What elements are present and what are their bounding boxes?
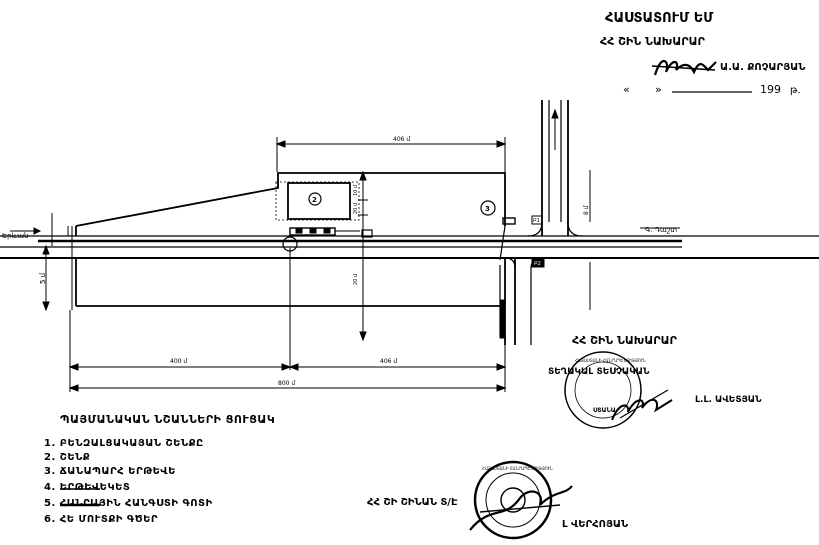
bottom-approval: ՀՀ ՇԻ ՇԻՆԱՆ Տ/Է ՀԱՅԱՍՏԱՆԻ ՀԱՆՐԱՊԵՏՈՒԹՅՈՒ… [367,460,628,540]
approval-block: ՀԱՍՏԱՏՈՒՄ ԵՄ ՀՀ ՇԻՆ ՆԱԽԱՐԱՐ Ա.Ա. ՔՈՉԱՐՅԱ… [600,11,805,96]
minister-signatory: Լ.Լ. ԱՎԵՏՅԱՆ [695,395,762,405]
approval-signatory: Ա.Ա. ՔՈՉԱՐՅԱՆ [720,62,805,73]
right-structure [480,200,545,268]
building-dims [358,170,368,342]
dim-building-c: 20 մ [353,273,359,285]
cross-road-south [504,257,591,345]
dim-building-b: 20 մ [353,202,359,214]
dim-bottom-left: 400 մ [170,358,187,365]
dimension-bottom [68,248,507,392]
approval-date-close: » [655,83,662,96]
approval-date-open: « [623,83,630,96]
road-label-left: Երևան [2,232,29,240]
approval-signature [651,60,717,76]
dim-top: 406 մ [393,136,410,143]
dimension-top [275,137,507,225]
stamp-2-text: ՀԱՅԱՍՏԱՆԻ ՀԱՆՐԱՊԵՏՈՒԹՅՈՒՆ [482,466,553,471]
bottom-line: ՀՀ ՇԻ ՇԻՆԱՆ Տ/Է [367,497,458,508]
legend-item-3: 3. ՃԱՆԱՊԱՐՀ ԵՐԹԵՎԵ [44,466,176,477]
approval-year-suffix: թ. [790,85,801,96]
dim-right-road: 8 մ [583,205,590,215]
minister-line-1: ՀՀ ՇԻՆ ՆԱԽԱՐԱՐ [572,334,678,347]
dim-building-a: 10 մ [353,184,359,196]
cross-road-north [527,100,591,237]
approval-year: 199 [760,83,781,96]
marker-right: 3 [485,205,490,213]
stamp-1-center: ՍՏԱՆԱ [593,407,616,414]
parcel-outline [75,172,506,236]
legend-item-5: 5. ՀԱՆՐԱՅԻՆ ՀԱՆԳՍՏԻ ԳՈՏԻ [44,498,213,509]
round-stamp-1: ՀԱՅԱՍՏԱՆԻ ՀԱՆՐԱՊԵՏՈՒԹՅՈՒՆ ՍՏԱՆԱ [564,351,646,429]
main-road [0,227,819,259]
marker-building: 2 [312,196,317,204]
dim-left-vertical: 5 մ [39,272,47,284]
box-label-2: Բ2 [534,261,541,267]
minister-block: ՀՀ ՇԻՆ ՆԱԽԱՐԱՐ ՏԵՂԱԿԱԼ ՏԵՍՉԱԿԱՆ Լ.Լ. ԱՎԵ… [548,334,762,429]
dim-total: 800 մ [278,380,295,387]
legend-symbols [60,488,100,507]
approval-heading: ՀԱՍՏԱՏՈՒՄ ԵՄ [605,11,714,26]
legend-item-4: 4. ԵՐԹԵՎԵԿԵՏ [44,482,131,493]
approval-position: ՀՀ ՇԻՆ ՆԱԽԱՐԱՐ [600,35,706,48]
bottom-signatory: Լ ՎԵՐՀՈՅԱՆ [562,519,628,530]
road-label-right: Գ. Դաշտ [645,226,677,234]
station-building [275,181,360,221]
minister-signature [611,389,673,421]
fuel-pumps [282,227,373,252]
legend-item-2: 2. ՇԵՆՔ [44,452,91,463]
legend-title: ՊԱՅՄԱՆԱԿԱՆ ՆՇԱՆՆԵՐԻ ՑՈՒՑԱԿ [60,413,276,426]
bottom-signature [469,485,573,531]
legend-item-1: 1. ԲԵՆԶԱԼՑԱԿԱՅԱՆ ՇԵՆՔԸ [44,438,204,449]
site-plan-drawing: Երևան Գ. Դաշտ [0,100,819,392]
legend-item-6: 6. ՀԵ ՄՈՒՏՔԻ ԳԾԵՐ [44,514,159,525]
stamp-1-text: ՀԱՅԱՍՏԱՆԻ ՀԱՆՐԱՊԵՏՈՒԹՅՈՒՆ [575,358,646,363]
dim-bottom-right: 406 մ [380,358,397,365]
round-stamp-2: ՀԱՅԱՍՏԱՆԻ ՀԱՆՐԱՊԵՏՈՒԹՅՈՒՆ [473,460,553,540]
box-label-1: Բ1 [533,218,540,224]
left-side [42,213,73,312]
minister-line-2: ՏԵՂԱԿԱԼ ՏԵՍՉԱԿԱՆ [548,367,650,377]
